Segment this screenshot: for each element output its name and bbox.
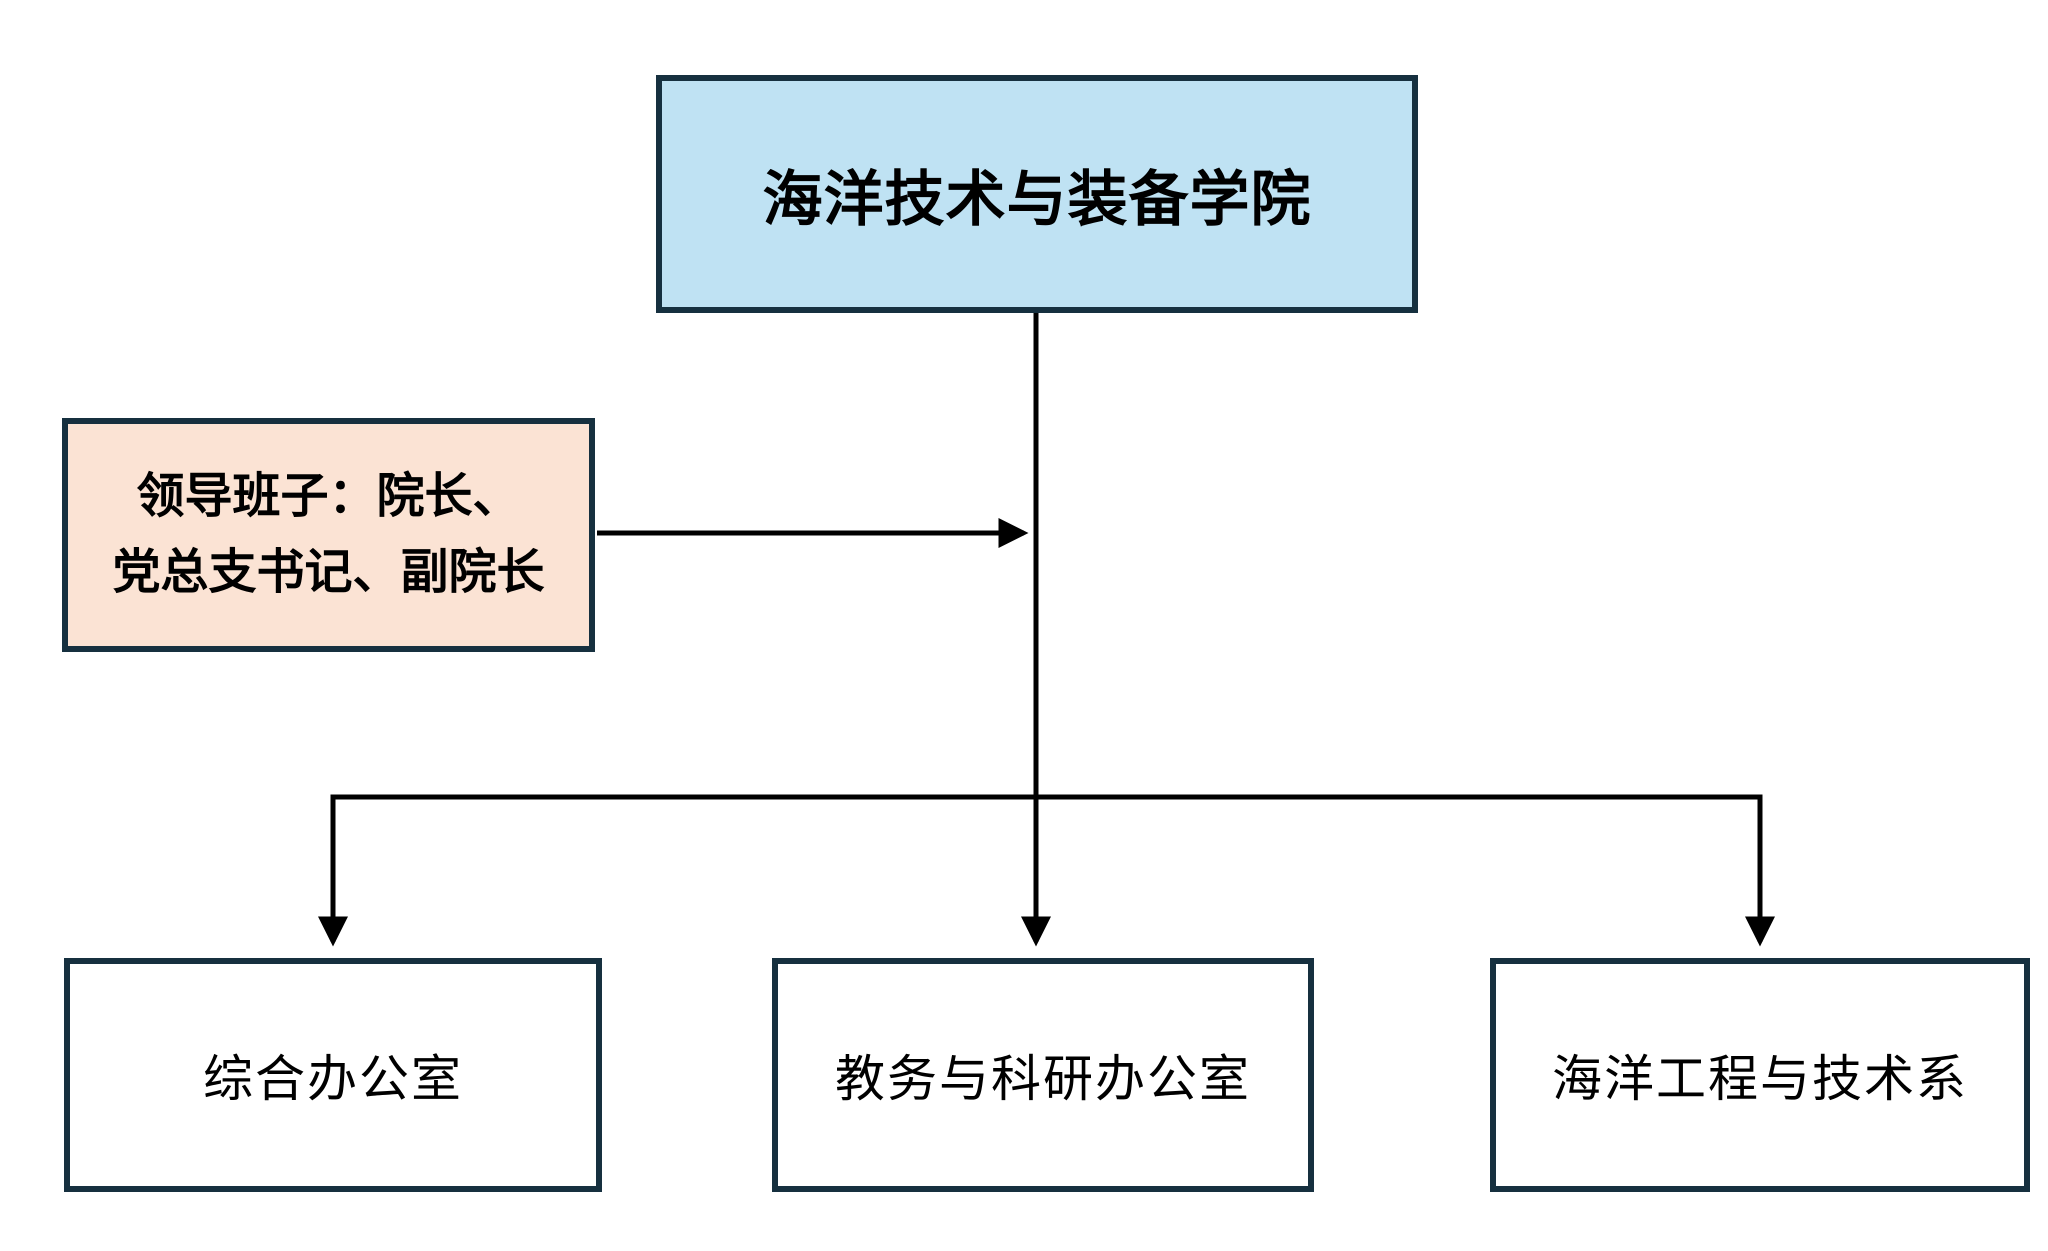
department-label: 海洋工程与技术系 <box>1552 1051 1968 1107</box>
department-box-academic-research-office: 教务与科研办公室 <box>772 958 1314 1192</box>
department-label: 综合办公室 <box>203 1051 463 1107</box>
department-box-ocean-engineering-dept: 海洋工程与技术系 <box>1490 958 2030 1192</box>
college-box: 海洋技术与装备学院 <box>656 75 1418 313</box>
college-box-label: 海洋技术与装备学院 <box>762 166 1312 233</box>
leadership-line-2: 党总支书记、副院长 <box>112 546 545 599</box>
leadership-line-1: 领导班子：院长、 <box>136 470 521 524</box>
department-box-general-office: 综合办公室 <box>64 958 602 1192</box>
leadership-box-label: 领导班子：院长、 党总支书记、副院长 <box>112 459 544 611</box>
department-label: 教务与科研办公室 <box>835 1051 1251 1107</box>
leadership-box: 领导班子：院长、 党总支书记、副院长 <box>62 418 595 652</box>
connector-branch <box>318 794 1775 947</box>
